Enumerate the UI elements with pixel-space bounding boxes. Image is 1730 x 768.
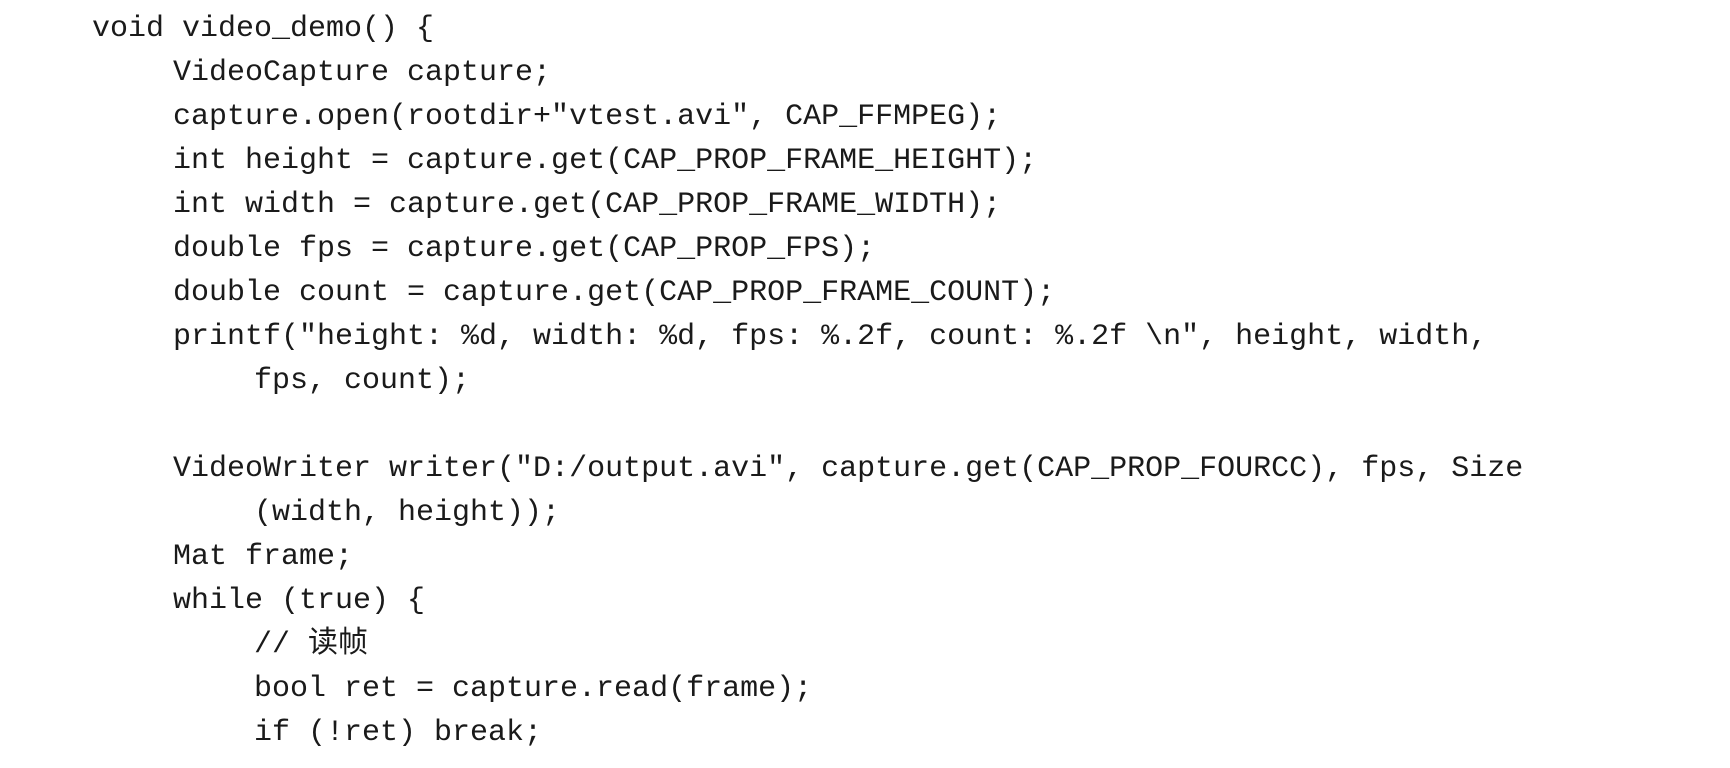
- code-line: int height = capture.get(CAP_PROP_FRAME_…: [173, 144, 1038, 178]
- code-comment: // 读帧: [254, 628, 369, 662]
- code-line: capture.open(rootdir+"vtest.avi", CAP_FF…: [173, 100, 1002, 134]
- code-line: bool ret = capture.read(frame);: [254, 672, 813, 706]
- code-line: while (true) {: [173, 584, 426, 618]
- code-line: Mat frame;: [173, 540, 354, 574]
- code-line: fps, count);: [254, 364, 471, 398]
- code-line: VideoCapture capture;: [173, 56, 552, 90]
- code-line: int width = capture.get(CAP_PROP_FRAME_W…: [173, 188, 1002, 222]
- code-line: VideoWriter writer("D:/output.avi", capt…: [173, 452, 1524, 486]
- code-line: double fps = capture.get(CAP_PROP_FPS);: [173, 232, 876, 266]
- code-line: double count = capture.get(CAP_PROP_FRAM…: [173, 276, 1056, 310]
- code-line: printf("height: %d, width: %d, fps: %.2f…: [173, 320, 1488, 354]
- code-line: void video_demo() {: [92, 12, 435, 46]
- code-line: (width, height));: [254, 496, 561, 530]
- code-line: if (!ret) break;: [254, 716, 543, 750]
